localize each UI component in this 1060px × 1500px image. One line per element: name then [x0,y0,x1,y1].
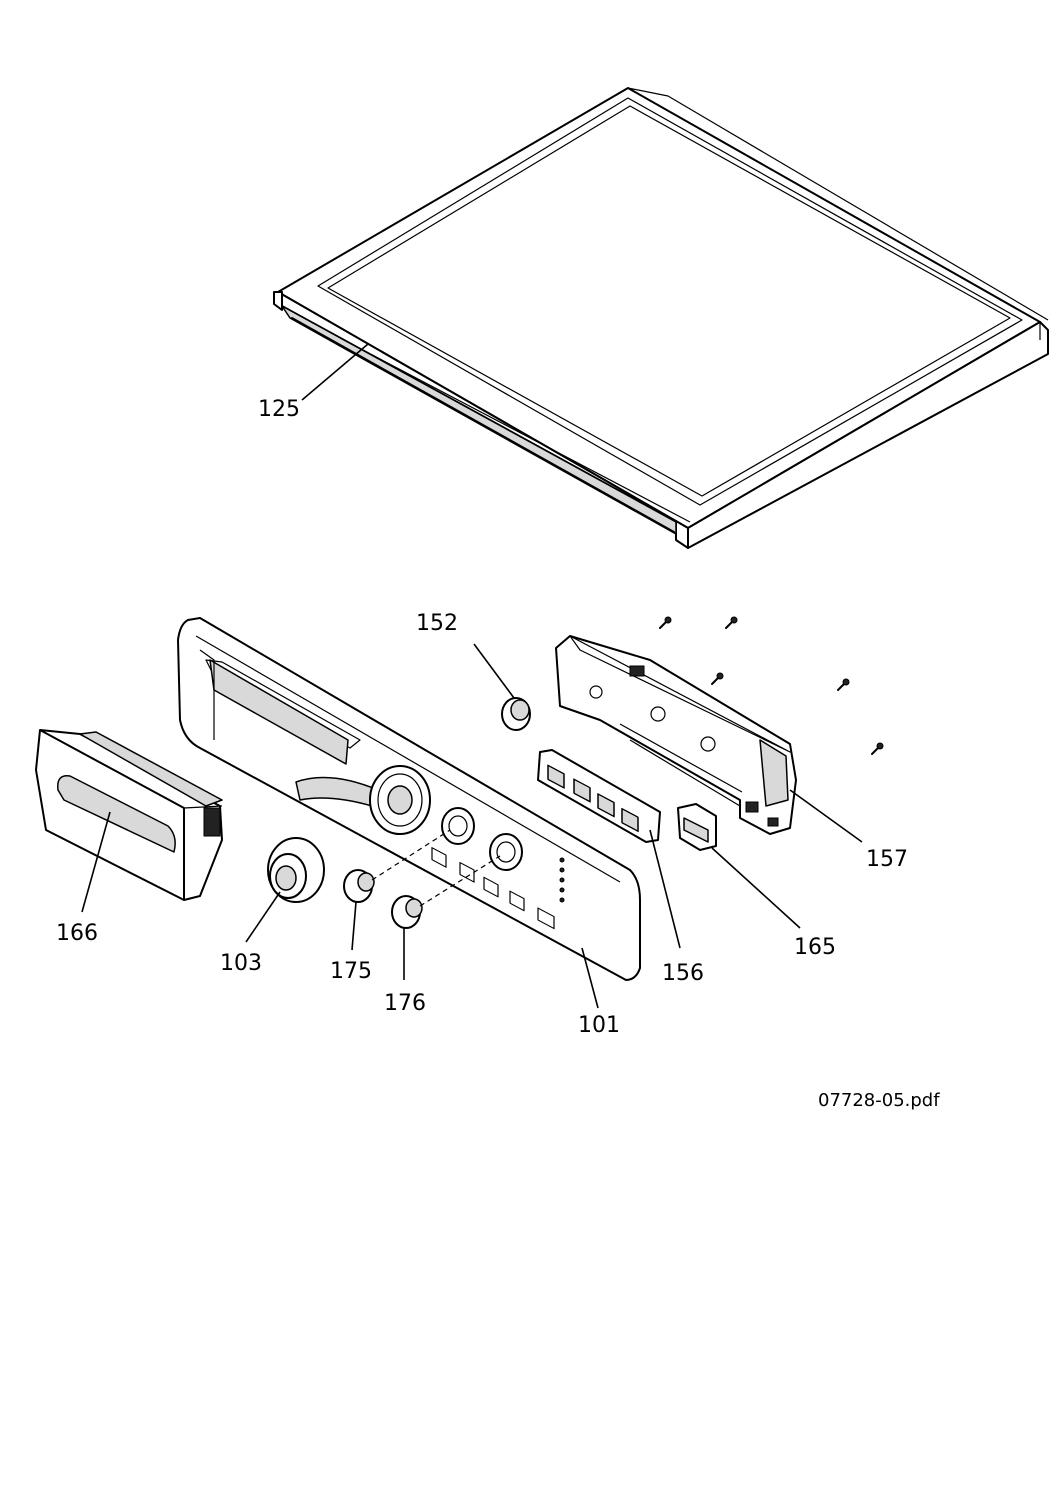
part-labels: 125 152 157 165 156 166 103 175 176 101 [56,397,908,1038]
push-button-part [501,697,531,731]
control-panel-part [177,617,641,981]
button-strip-part [537,749,661,843]
leader-lines [81,343,863,1009]
top-panel-part [273,87,1049,549]
label-157: 157 [866,847,908,872]
label-103: 103 [220,951,262,976]
file-name: 07728-05.pdf [818,1090,940,1111]
label-152: 152 [416,611,458,636]
label-165: 165 [794,935,836,960]
screws [659,616,884,755]
label-175: 175 [330,959,372,984]
label-166: 166 [56,921,98,946]
control-board-part [555,635,797,835]
label-125: 125 [258,397,300,422]
indicator-leds [559,857,565,903]
label-101: 101 [578,1013,620,1038]
detergent-drawer-part [35,729,223,901]
small-knob-175-part [343,869,375,903]
label-176: 176 [384,991,426,1016]
program-knob-part [267,837,325,903]
label-156: 156 [662,961,704,986]
switch-part [677,803,717,851]
small-knob-176-part [391,895,423,929]
